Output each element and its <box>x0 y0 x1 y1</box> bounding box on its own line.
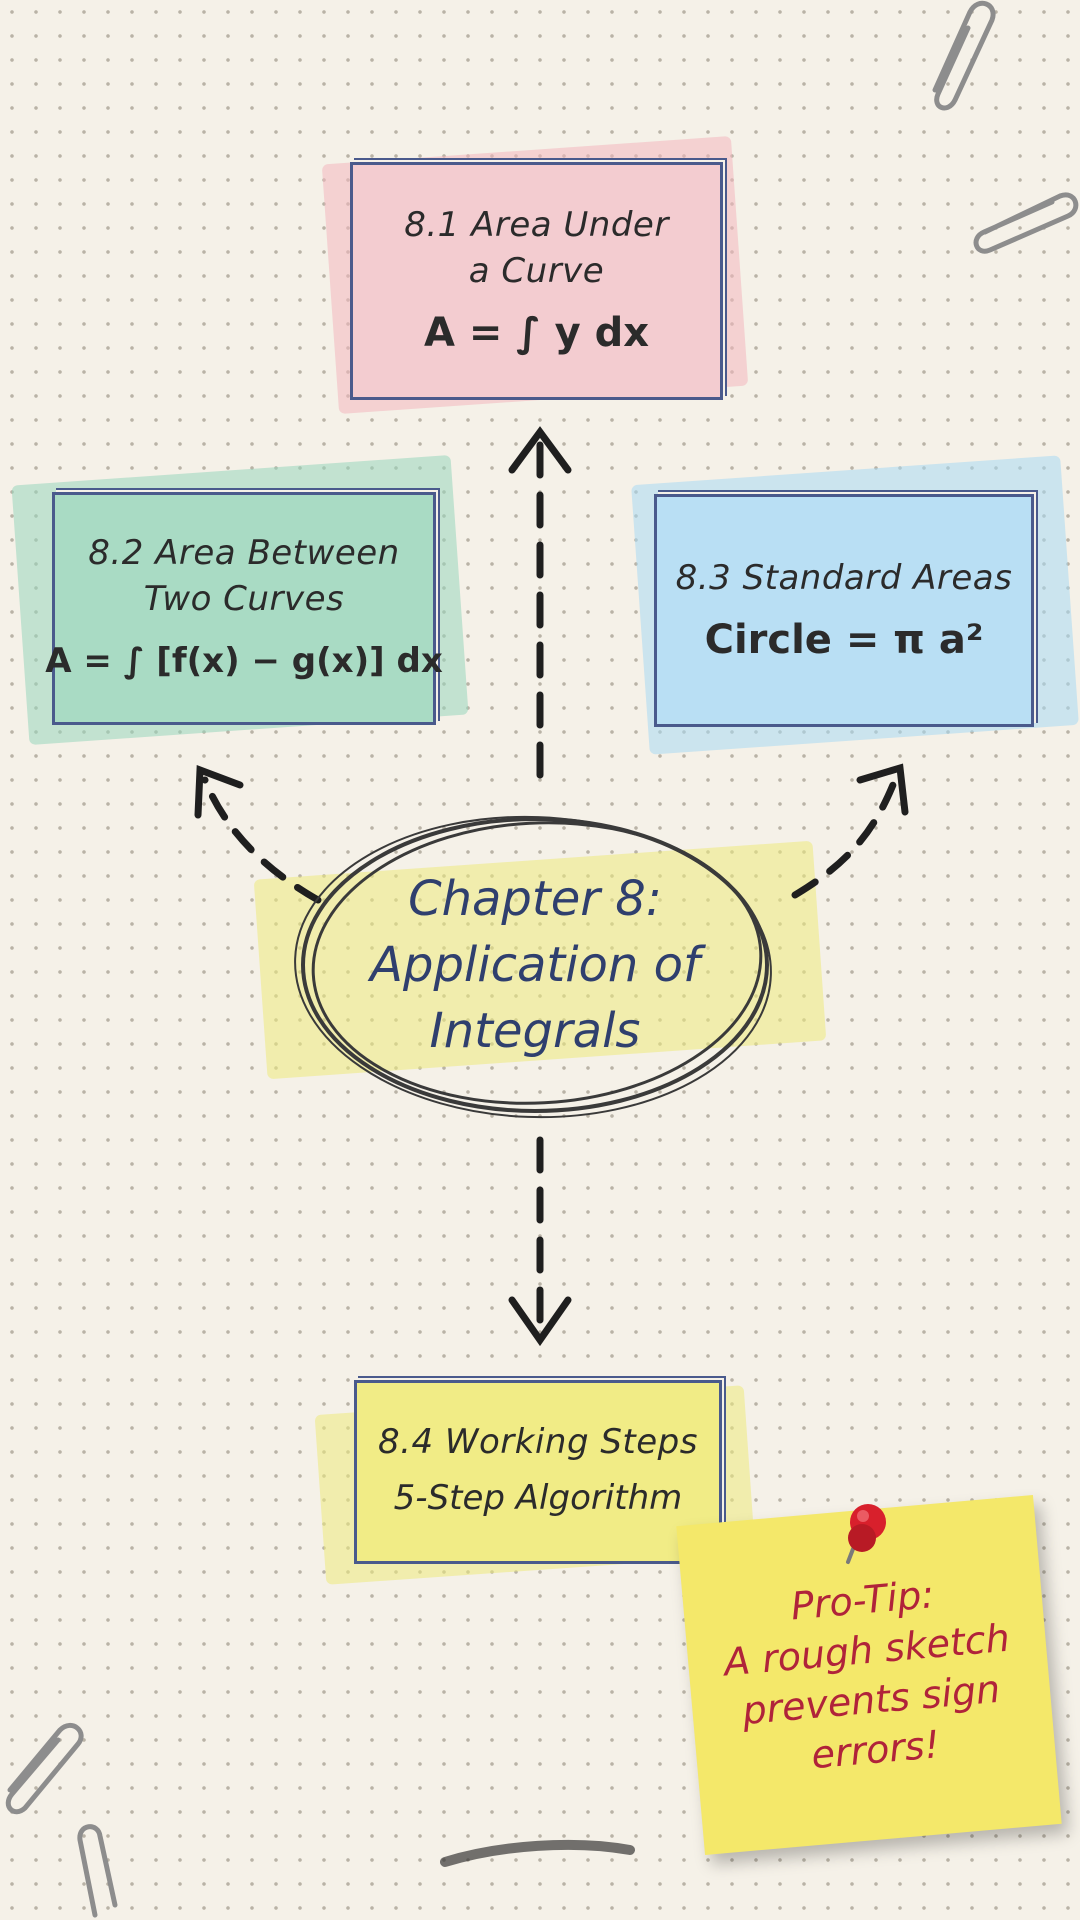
node-title: 8.3 Standard Areas <box>675 557 1013 598</box>
node-area-between-curves[interactable]: 8.2 Area Between Two Curves A = ∫ [f(x) … <box>45 492 443 725</box>
paperclip-icon <box>77 1824 118 1918</box>
paperclip-icon <box>973 192 1079 254</box>
node-formula: Circle = π a² <box>704 616 984 663</box>
node-formula: A = ∫ [f(x) − g(x)] dx <box>45 640 443 681</box>
hub-ellipse-outline <box>294 815 772 1119</box>
smudge-decoration <box>440 1839 635 1867</box>
arrowhead-8-4 <box>508 1296 572 1347</box>
node-area-under-curve[interactable]: 8.1 Area Under a Curve A = ∫ y dx <box>350 162 723 400</box>
central-topic[interactable]: Chapter 8: Application of Integrals <box>294 815 772 1119</box>
arrowhead-8-1 <box>508 426 572 474</box>
node-formula: A = ∫ y dx <box>423 310 650 356</box>
central-topic-label: Chapter 8: Application of Integrals <box>370 871 700 1059</box>
node-title: 8.2 Area Between Two Curves <box>88 532 400 619</box>
connector-to-8-3 <box>791 776 899 899</box>
node-working-steps[interactable]: 8.4 Working Steps 5-Step Algorithm <box>354 1380 722 1564</box>
node-title: 8.4 Working Steps <box>378 1422 698 1462</box>
arrowhead-8-2 <box>194 765 244 819</box>
node-title: 8.1 Area Under a Curve <box>404 205 669 291</box>
sticky-note-text: Pro-Tip: A rough sketch prevents sign er… <box>722 1572 1012 1778</box>
node-standard-areas[interactable]: 8.3 Standard Areas Circle = π a² <box>654 494 1034 727</box>
node-subtitle: 5-Step Algorithm <box>393 1478 683 1518</box>
paperclip-icon <box>5 1722 84 1815</box>
push-pin-icon <box>846 1504 886 1564</box>
arrowhead-8-3 <box>856 763 909 816</box>
connector-to-8-2 <box>201 776 322 904</box>
paperclip-icon <box>932 0 996 111</box>
